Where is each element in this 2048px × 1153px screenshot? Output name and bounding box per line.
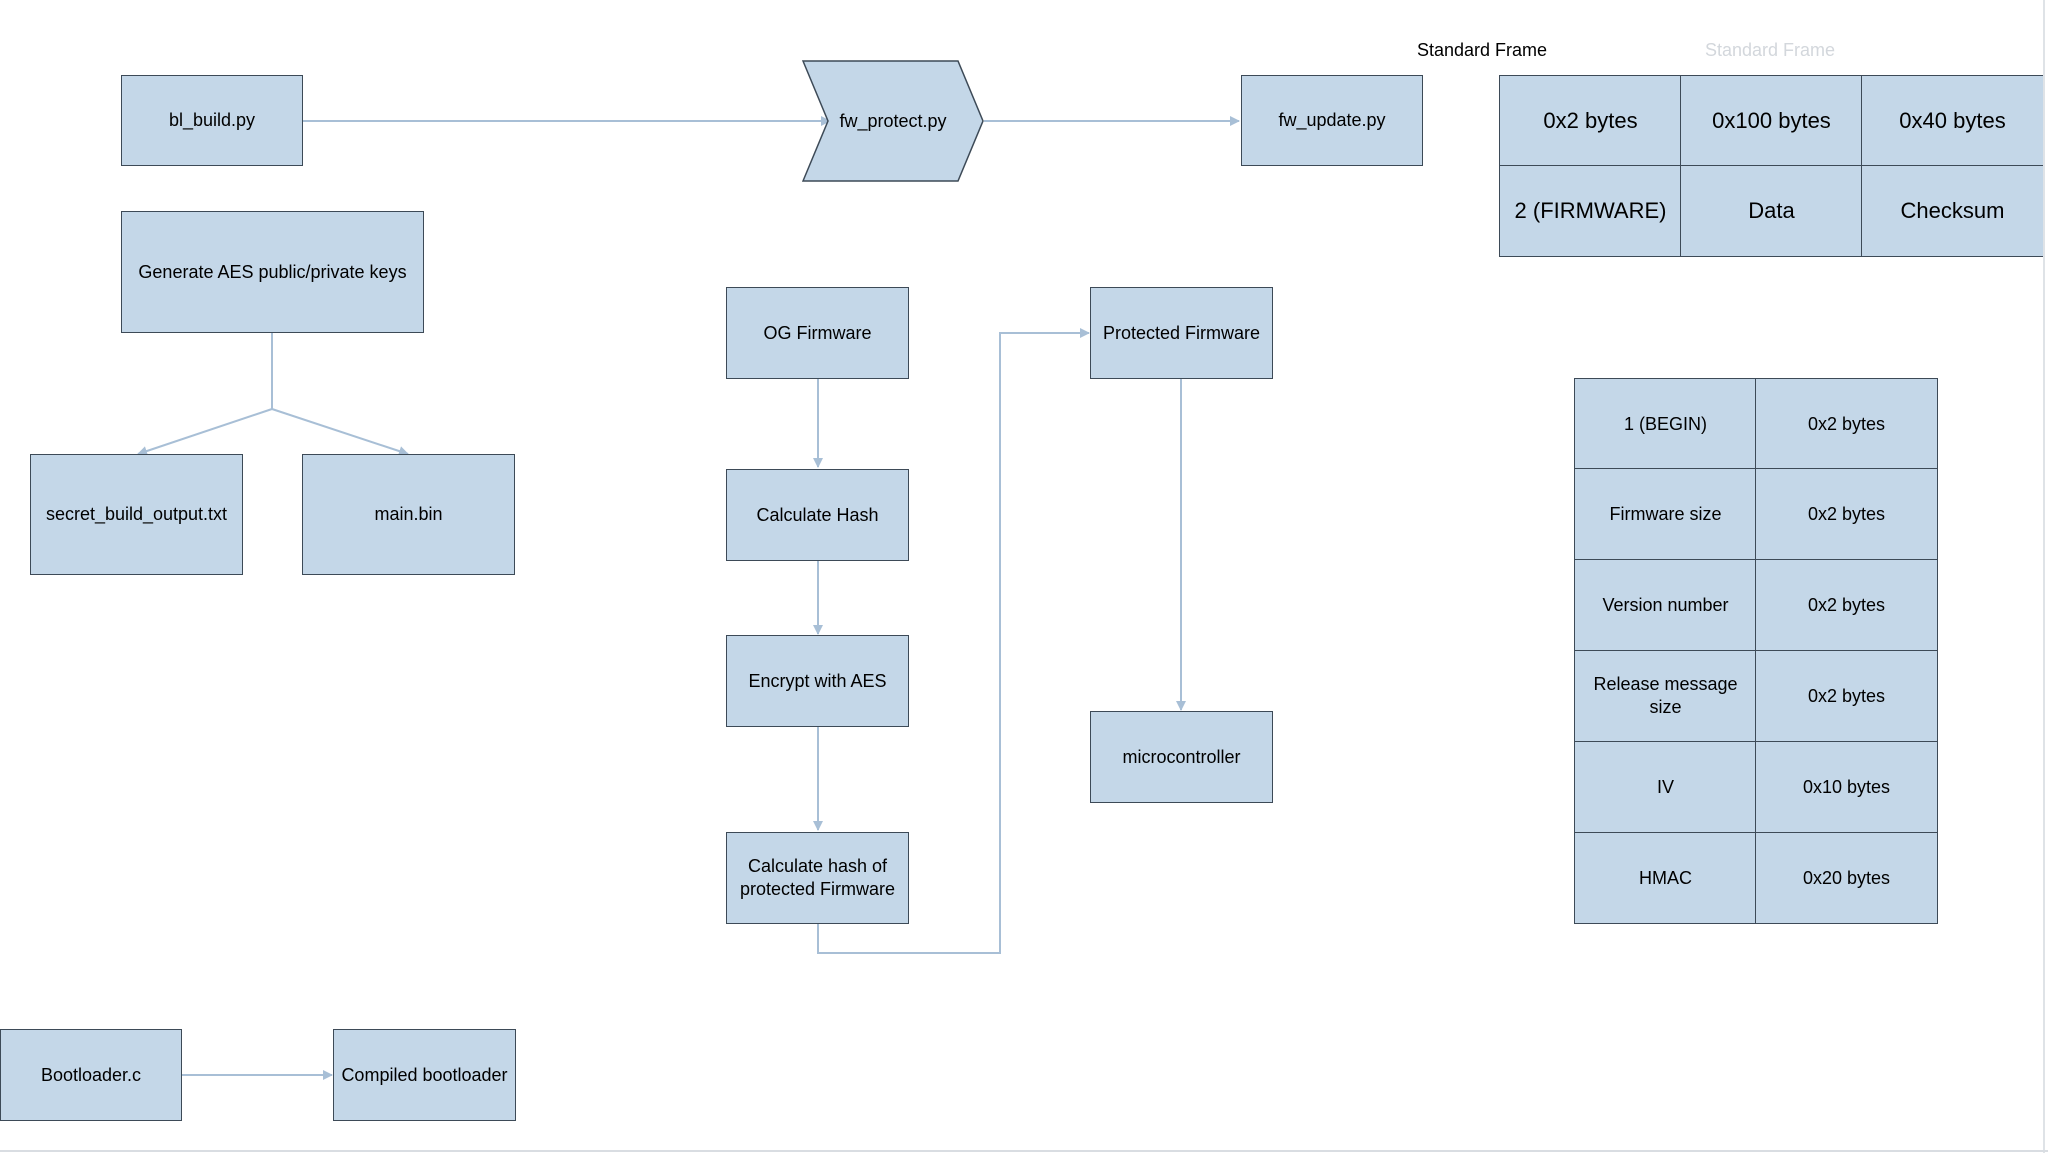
frame-cell-data: Data (1680, 165, 1863, 257)
bl-build-node: bl_build.py (121, 75, 303, 166)
standard-frame-title-faded: Standard Frame (1705, 40, 1836, 60)
fw-protect-label: fw_protect.py (839, 110, 947, 131)
frame-cell-size-data: 0x100 bytes (1680, 75, 1863, 167)
frame-cell-size-checksum: 0x40 bytes (1861, 75, 2044, 167)
microcontroller-node: microcontroller (1090, 711, 1273, 803)
firmware-size-label: Firmware size (1574, 468, 1757, 560)
version-number-label: Version number (1574, 559, 1757, 651)
iv-label: IV (1574, 741, 1757, 833)
canvas-bottom-edge (0, 1150, 2048, 1152)
version-number-size: 0x2 bytes (1755, 559, 1938, 651)
fw-protect-node: fw_protect.py (802, 60, 984, 182)
canvas-right-edge (2043, 0, 2045, 1153)
standard-frame-title: Standard Frame (1417, 40, 1548, 60)
release-message-size-label: Release message size (1574, 650, 1757, 742)
hmac-label: HMAC (1574, 832, 1757, 924)
protected-firmware-node: Protected Firmware (1090, 287, 1273, 379)
hmac-size: 0x20 bytes (1755, 832, 1938, 924)
frame-cell-type: 2 (FIRMWARE) (1499, 165, 1682, 257)
begin-row-size: 0x2 bytes (1755, 378, 1938, 470)
firmware-size-size: 0x2 bytes (1755, 468, 1938, 560)
frame-cell-size-type: 0x2 bytes (1499, 75, 1682, 167)
main-bin-node: main.bin (302, 454, 515, 575)
bootloader-c-node: Bootloader.c (0, 1029, 182, 1121)
edge-calc-hash-protected-to-protected-firmware (817, 328, 1090, 954)
calculate-hash-node: Calculate Hash (726, 469, 909, 561)
edge-keys-to-secret-output (137, 408, 273, 456)
secret-build-output-node: secret_build_output.txt (30, 454, 243, 575)
fw-protect-shape (802, 60, 984, 182)
begin-row-label: 1 (BEGIN) (1574, 378, 1757, 470)
release-message-size-size: 0x2 bytes (1755, 650, 1938, 742)
frame-cell-checksum: Checksum (1861, 165, 2044, 257)
compiled-bootloader-node: Compiled bootloader (333, 1029, 516, 1121)
fw-update-node: fw_update.py (1241, 75, 1423, 166)
encrypt-aes-node: Encrypt with AES (726, 635, 909, 727)
iv-size: 0x10 bytes (1755, 741, 1938, 833)
calculate-hash-protected-node: Calculate hash of protected Firmware (726, 832, 909, 924)
generate-keys-node: Generate AES public/private keys (121, 211, 424, 333)
edge-keys-to-main-bin (271, 408, 409, 456)
og-firmware-node: OG Firmware (726, 287, 909, 379)
